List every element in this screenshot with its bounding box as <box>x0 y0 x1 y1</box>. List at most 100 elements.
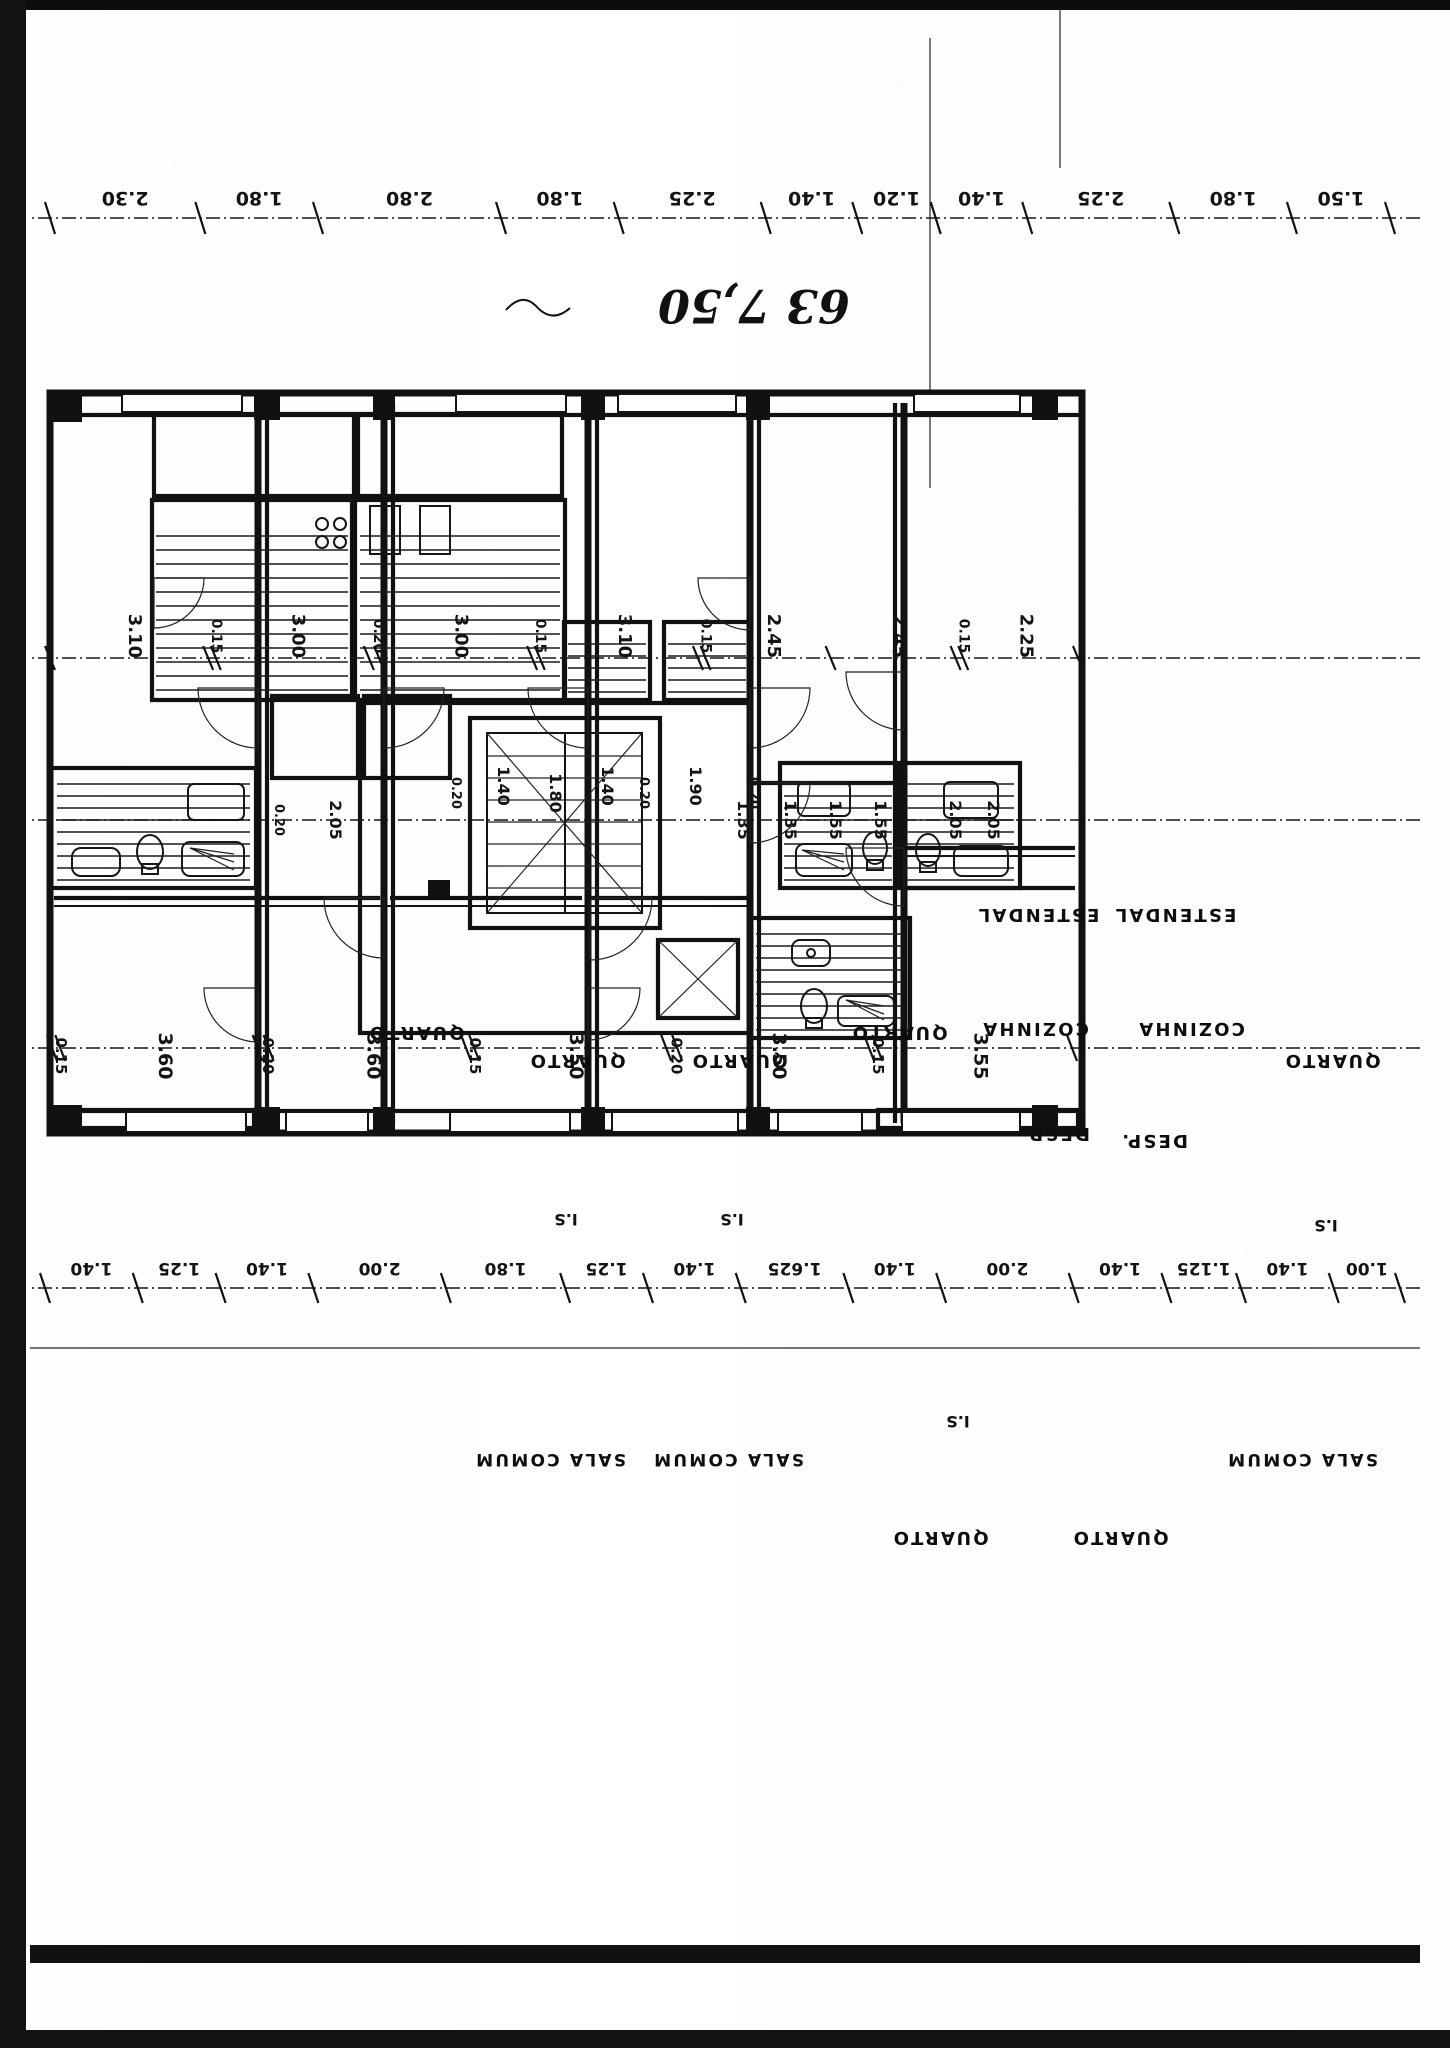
dimension-tick <box>851 201 864 235</box>
bottom-dimension-value-13: 1.40 <box>70 1258 112 1278</box>
dimension-tick <box>824 645 837 671</box>
dimension-tick <box>660 1034 673 1062</box>
top-dimension-value-3: 1.40 <box>958 187 1005 209</box>
bottom-dimension-value-11: 1.40 <box>246 1258 288 1278</box>
core-dimension-5: 2.05 <box>946 800 965 839</box>
top-dimension-value-5: 1.40 <box>788 187 835 209</box>
bottom-dimension-value-2: 1.125 <box>1177 1258 1231 1278</box>
upper-vertical-dimension-9: 0.15 <box>52 1037 70 1074</box>
dimension-tick <box>38 1272 52 1304</box>
bathroom-mark-1: I.S <box>1314 1216 1338 1235</box>
bottom-dimension-value-4: 2.00 <box>986 1258 1028 1278</box>
dimension-tick <box>1071 645 1085 671</box>
dimension-tick <box>43 201 57 235</box>
scan-top-edge <box>0 0 1450 10</box>
bottom-dimension-value-7: 1.40 <box>673 1258 715 1278</box>
top-dimension-value-8: 2.80 <box>386 187 433 209</box>
upper-vertical-dimension-2: 3.50 <box>768 1033 790 1080</box>
scan-left-edge <box>0 0 26 2048</box>
room-label-estendal-15: ESTENDAL <box>977 904 1100 925</box>
dimension-tick <box>935 1272 948 1304</box>
core-dimension-11: 1.40 <box>494 766 513 805</box>
top-dimension-value-9: 1.80 <box>236 187 283 209</box>
dimension-tick <box>1327 1272 1340 1304</box>
dimension-tick <box>699 645 712 671</box>
dimension-tick <box>1160 1272 1173 1304</box>
room-label-quarto-5: QUARTO <box>1283 1050 1380 1071</box>
top-dimension-value-2: 2.25 <box>1077 187 1124 209</box>
lower-vertical-dimension-9: 3.00 <box>287 614 308 658</box>
dimension-tick <box>871 1034 884 1062</box>
room-label-cozinha-11: COZINHA <box>981 1018 1089 1039</box>
upper-vertical-dimension-0: 3.55 <box>970 1033 992 1080</box>
dimension-tick <box>214 1272 227 1304</box>
room-label-cozinha-10: COZINHA <box>1137 1018 1245 1039</box>
core-dimension-8: 0.20 <box>636 777 651 809</box>
top-dimension-value-4: 1.20 <box>873 187 920 209</box>
lower-vertical-dimension-0: 2.25 <box>1016 614 1037 658</box>
dimension-tick <box>842 1272 855 1304</box>
top-dimension-value-10: 2.30 <box>102 187 149 209</box>
top-dimension-value-1: 1.80 <box>1210 187 1257 209</box>
room-label-salacomum-0: SALA COMUM <box>1226 1449 1378 1469</box>
room-label-estendal-14: ESTENDAL <box>1114 904 1237 925</box>
core-dimension-9: 1.40 <box>598 766 617 805</box>
dimension-tick <box>1067 1272 1080 1304</box>
dimension-tick <box>468 1034 481 1062</box>
dimension-tick <box>494 201 508 235</box>
overall-dimension-text: 63 7,50 <box>658 279 850 333</box>
dimension-tick <box>863 1034 876 1062</box>
room-label-quarto-8: QUARTO <box>528 1050 625 1071</box>
dimension-tick <box>1383 201 1397 235</box>
dimension-tick <box>949 645 962 671</box>
room-label-quarto-6: QUARTO <box>850 1022 947 1043</box>
lower-vertical-dimension-3: 2.45 <box>763 614 784 658</box>
top-dimension-value-6: 2.25 <box>669 187 716 209</box>
bottom-dimension-value-12: 1.25 <box>158 1258 200 1278</box>
bottom-dimension-value-0: 1.00 <box>1346 1258 1388 1278</box>
room-label-quarto-3: QUARTO <box>1071 1527 1168 1548</box>
room-label-quarto-9: QUARTO <box>367 1022 464 1043</box>
dimension-tick <box>45 1034 59 1062</box>
dimension-tick <box>671 1034 684 1062</box>
dimension-tick <box>641 1272 655 1304</box>
dimension-tick <box>612 201 625 235</box>
core-dimension-4: 2.05 <box>984 800 1003 839</box>
dimension-tick <box>957 645 970 671</box>
dimension-tick <box>1168 201 1181 235</box>
room-label-quarto-7: QUARTO <box>690 1050 787 1071</box>
upper-vertical-dimension-7: 0.20 <box>259 1037 277 1074</box>
dimension-tick <box>439 1272 452 1304</box>
lower-vertical-dimension-6: 0.15 <box>532 619 548 654</box>
dimension-tick <box>311 201 325 235</box>
core-dimension-2: 1.55 <box>871 800 890 839</box>
core-dimension-1: 1.35 <box>734 800 753 839</box>
dimension-tick <box>1234 1272 1248 1304</box>
core-dimension-13: 2.05 <box>326 800 345 839</box>
upper-vertical-dimension-6: 3.60 <box>362 1033 384 1080</box>
dimension-tick <box>759 201 772 235</box>
room-label-desp-12: DESP. <box>1120 1130 1188 1151</box>
upper-vertical-dimension-8: 3.60 <box>154 1033 176 1080</box>
scan-bottom-edge <box>0 2030 1450 2048</box>
bathroom-mark-0: I.S <box>946 1412 970 1431</box>
core-dimension-7: 1.90 <box>686 766 705 805</box>
dimension-tick <box>209 645 222 671</box>
bottom-dimension-value-6: 1.625 <box>768 1258 822 1278</box>
dimension-tick <box>262 1034 275 1062</box>
bottom-dimension-value-8: 1.25 <box>586 1258 628 1278</box>
room-label-salacomum-1: SALA COMUM <box>652 1449 804 1469</box>
bathroom-mark-2: I.S <box>720 1210 744 1229</box>
dimension-tick <box>43 645 57 671</box>
room-label-salacomum-2: SALA COMUM <box>474 1449 626 1469</box>
upper-vertical-dimension-5: 0.15 <box>466 1037 484 1074</box>
dimension-tick <box>526 645 539 671</box>
room-label-quarto-4: QUARTO <box>891 1527 988 1548</box>
upper-vertical-dimension-1: 0.15 <box>869 1037 887 1074</box>
dimension-tick <box>131 1272 144 1304</box>
lower-vertical-dimension-11: 3.10 <box>124 614 145 658</box>
dimension-tick <box>1021 201 1034 235</box>
lower-vertical-dimension-7: 3.00 <box>451 614 472 658</box>
